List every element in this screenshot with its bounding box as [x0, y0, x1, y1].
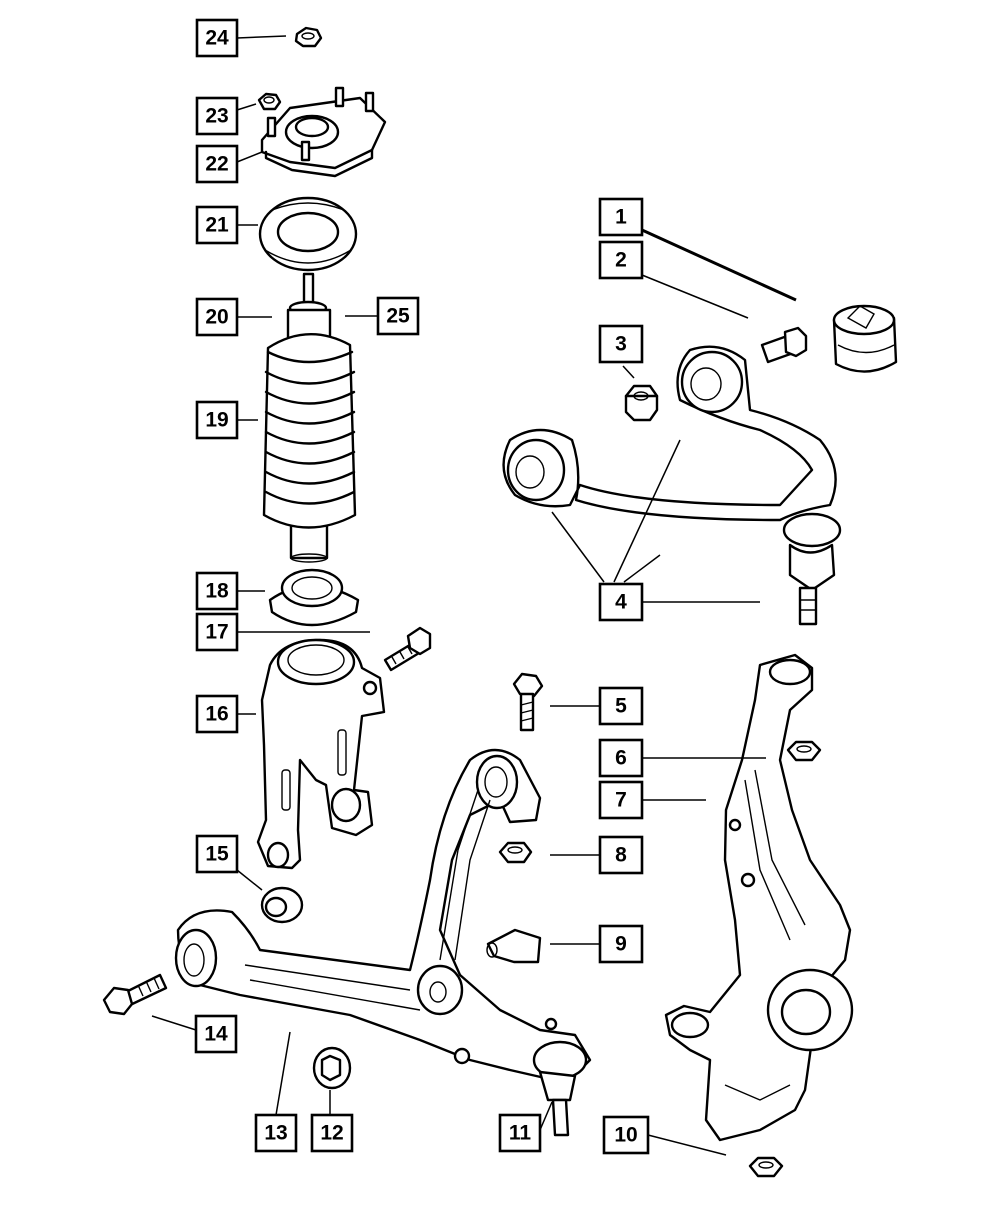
callout-4: 4 [598, 582, 644, 622]
svg-text:20: 20 [205, 306, 228, 329]
svg-text:1: 1 [615, 206, 627, 229]
svg-text:12: 12 [320, 1122, 343, 1145]
callout-3: 3 [598, 324, 644, 364]
part-upper-control-arm [502, 345, 842, 626]
svg-text:14: 14 [204, 1023, 228, 1046]
part-lower-isolator [268, 568, 360, 627]
callout-16: 16 [195, 694, 239, 734]
svg-text:4: 4 [615, 591, 627, 614]
callout-8: 8 [598, 835, 644, 875]
callout-18: 18 [195, 571, 239, 611]
callout-1: 1 [598, 197, 644, 237]
part-nut-8 [498, 841, 533, 864]
callout-25: 25 [376, 296, 420, 336]
callout-17: 17 [195, 612, 239, 652]
part-nut-10 [748, 1156, 784, 1178]
callout-15: 15 [195, 834, 239, 874]
svg-text:24: 24 [205, 27, 229, 50]
svg-text:21: 21 [205, 214, 229, 237]
svg-text:18: 18 [205, 580, 229, 603]
svg-text:8: 8 [615, 844, 627, 867]
callout-10: 10 [602, 1115, 650, 1155]
callout-20: 20 [195, 297, 239, 337]
svg-text:22: 22 [205, 153, 228, 176]
callout-14: 14 [194, 1014, 238, 1054]
part-lower-control-arm [174, 748, 592, 1137]
part-lower-arm-bolt [102, 973, 168, 1016]
part-stud-sensor [486, 928, 542, 964]
svg-text:2: 2 [615, 249, 627, 272]
svg-text:16: 16 [205, 703, 228, 726]
part-nut-6 [786, 740, 822, 762]
svg-text:17: 17 [205, 621, 228, 644]
callout-7: 7 [598, 780, 644, 820]
part-nut-3 [624, 384, 659, 422]
svg-text:25: 25 [386, 305, 410, 328]
part-clevis-bolt [383, 626, 432, 672]
callout-24: 24 [195, 18, 239, 58]
callout-13: 13 [254, 1113, 298, 1153]
callout-6: 6 [598, 738, 644, 778]
svg-text:9: 9 [615, 933, 627, 956]
svg-text:10: 10 [614, 1124, 637, 1147]
part-upper-isolator [258, 196, 358, 272]
part-bushing-cap [832, 304, 898, 373]
svg-text:6: 6 [615, 747, 627, 770]
part-steering-knuckle [664, 653, 854, 1142]
callout-21: 21 [195, 205, 239, 245]
part-coil-spring [262, 333, 357, 529]
callout-12: 12 [310, 1113, 354, 1153]
callout-5: 5 [598, 686, 644, 726]
part-stud-2 [760, 326, 808, 364]
part-lower-bushing [260, 886, 304, 924]
svg-text:5: 5 [615, 695, 627, 718]
callout-19: 19 [195, 400, 239, 440]
callout-23: 23 [195, 96, 239, 136]
svg-text:23: 23 [205, 105, 228, 128]
svg-text:11: 11 [509, 1122, 532, 1145]
part-strut-mount [260, 86, 387, 178]
part-clevis-bracket [256, 638, 386, 870]
svg-text:7: 7 [615, 789, 627, 812]
callout-11: 11 [498, 1113, 542, 1153]
callout-2: 2 [598, 240, 644, 280]
part-cam-nut [312, 1046, 352, 1090]
svg-text:13: 13 [264, 1122, 287, 1145]
part-top-nut [294, 26, 323, 48]
callout-9: 9 [598, 924, 644, 964]
callout-22: 22 [195, 144, 239, 184]
part-mount-nut [257, 92, 282, 111]
svg-text:3: 3 [615, 333, 627, 356]
part-bolt-5 [512, 672, 544, 732]
svg-text:19: 19 [205, 409, 228, 432]
svg-text:15: 15 [205, 843, 229, 866]
